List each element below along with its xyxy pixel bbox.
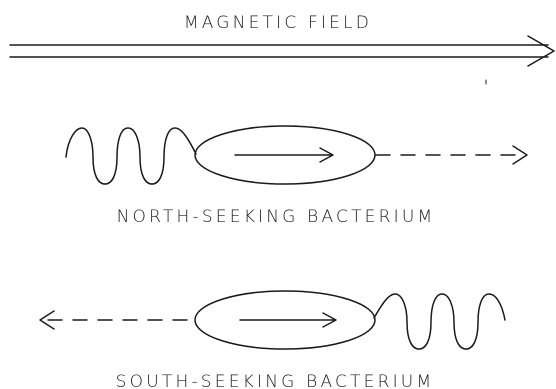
south-flagellum: [374, 294, 505, 349]
north-seeking-bacterium: [66, 126, 527, 184]
north-flagellum: [66, 128, 196, 184]
magnetic-field-label: MAGNETIC FIELD: [184, 13, 372, 33]
south-seeking-label: SOUTH-SEEKING BACTERIUM: [116, 372, 435, 389]
field-arrowhead: [528, 36, 554, 66]
north-seeking-label: NORTH-SEEKING BACTERIUM: [117, 207, 436, 227]
magnetic-field-arrow: [10, 36, 554, 66]
south-seeking-bacterium: [40, 291, 505, 349]
